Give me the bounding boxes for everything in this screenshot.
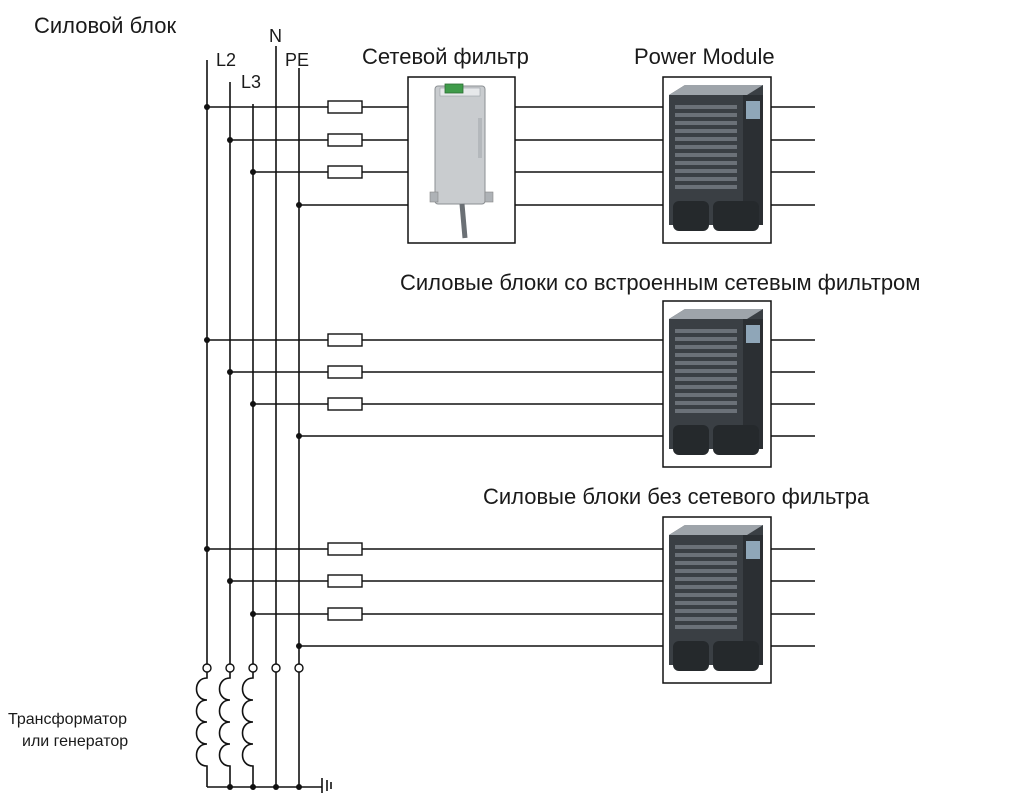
transformer-coil-icon: [195, 672, 208, 787]
transformer-coil-icon: [241, 672, 254, 787]
fuse-icon: [327, 365, 363, 379]
junction-dot: [296, 784, 302, 790]
group-external-filter: [204, 76, 815, 244]
fuse-icon: [327, 133, 363, 147]
power-module-image: [669, 525, 763, 671]
junction-dot: [296, 433, 302, 439]
junction-dot: [250, 611, 256, 617]
builtin-filter-label: Силовые блоки со встроенным сетевым филь…: [400, 270, 920, 295]
junction-dot: [250, 169, 256, 175]
terminal-l2: [225, 663, 235, 673]
diagram-title: Силовой блок: [34, 13, 177, 38]
terminal-l1: [202, 663, 212, 673]
terminal-pe: [294, 663, 304, 673]
bus-label-l3: L3: [241, 72, 261, 92]
fuse-icon: [327, 100, 363, 114]
group-no-filter: [204, 516, 815, 684]
power-module-image: [669, 85, 763, 231]
ground-icon: [321, 778, 332, 793]
junction-dot: [204, 104, 210, 110]
fuse-icon: [327, 607, 363, 621]
junction-dot: [250, 401, 256, 407]
junction-dot: [204, 337, 210, 343]
source-label-line2: или генератор: [22, 733, 128, 750]
line-filter-image: [429, 83, 494, 239]
terminal-l3: [248, 663, 258, 673]
fuse-icon: [327, 333, 363, 347]
transformer-coil-icon: [218, 672, 231, 787]
source-label-line1: Трансформатор: [8, 711, 127, 728]
fuse-icon: [327, 397, 363, 411]
junction-dot: [227, 137, 233, 143]
fuse-icon: [327, 574, 363, 588]
junction-dot: [296, 202, 302, 208]
bus-label-l2: L2: [216, 50, 236, 70]
fuse-icon: [327, 165, 363, 179]
bus-label-n: N: [269, 26, 282, 46]
transformer-source: [195, 663, 332, 793]
junction-dot: [250, 784, 256, 790]
junction-dot: [227, 578, 233, 584]
power-module-label: Power Module: [634, 44, 775, 69]
junction-dot: [227, 784, 233, 790]
junction-dot: [273, 784, 279, 790]
junction-dot: [227, 369, 233, 375]
filter-label: Сетевой фильтр: [362, 44, 529, 69]
terminal-n: [271, 663, 281, 673]
fuse-icon: [327, 542, 363, 556]
group-builtin-filter: [204, 300, 815, 468]
bus-bars: [206, 46, 300, 664]
junction-dot: [204, 546, 210, 552]
bus-label-pe: PE: [285, 50, 309, 70]
junction-dot: [296, 643, 302, 649]
power-module-image: [669, 309, 763, 455]
no-filter-label: Силовые блоки без сетевого фильтра: [483, 484, 870, 509]
